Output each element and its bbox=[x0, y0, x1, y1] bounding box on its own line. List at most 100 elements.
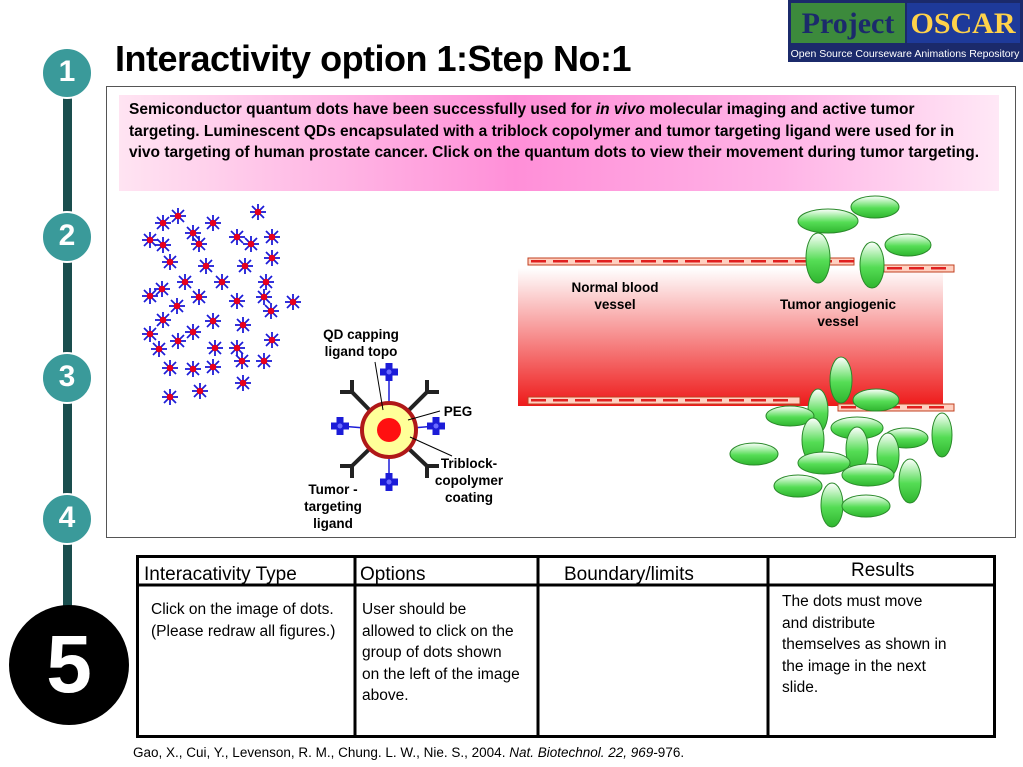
quantum-dot-icon[interactable] bbox=[228, 292, 246, 310]
peg-label: PEG bbox=[443, 404, 473, 419]
page-title: Interactivity option 1:Step No:1 bbox=[115, 38, 632, 79]
tumor-cell-shape bbox=[765, 405, 815, 427]
quantum-dot-icon[interactable] bbox=[169, 207, 187, 225]
quantum-dot-icon[interactable] bbox=[191, 382, 209, 400]
tumor-cell-shape bbox=[729, 442, 779, 466]
step-5-circle[interactable] bbox=[9, 605, 129, 725]
quantum-dot-icon[interactable] bbox=[154, 214, 172, 232]
quantum-dot-icon[interactable] bbox=[236, 257, 254, 275]
quantum-dot-icon[interactable] bbox=[213, 273, 231, 291]
tumor-cell-shape bbox=[841, 463, 895, 487]
quantum-dot-icon[interactable] bbox=[206, 339, 224, 357]
step-3-label: 3 bbox=[58, 360, 76, 393]
header-results: Results bbox=[851, 560, 915, 581]
logo-oscar-text: OSCAR bbox=[910, 7, 1015, 40]
ligand-top-icon bbox=[380, 363, 398, 381]
description-box: Semiconductor quantum dots have been suc… bbox=[119, 95, 999, 191]
ligand-bottom-icon bbox=[380, 473, 398, 491]
tumor-cell-shape bbox=[884, 233, 932, 257]
step-1-circle[interactable] bbox=[41, 47, 93, 99]
tumor-cell-shape bbox=[829, 356, 853, 404]
quantum-dot-icon[interactable] bbox=[263, 228, 281, 246]
quantum-dot-icon[interactable] bbox=[255, 352, 273, 370]
quantum-dot-icon[interactable] bbox=[184, 323, 202, 341]
description-italic: in vivo bbox=[595, 101, 645, 118]
quantum-dot-icon[interactable] bbox=[141, 325, 159, 343]
quantum-dot-icon[interactable] bbox=[204, 312, 222, 330]
step-rail-line bbox=[63, 70, 72, 630]
ligand-left-icon bbox=[331, 417, 349, 435]
vessel-lumen bbox=[518, 268, 943, 406]
step-5-label: 5 bbox=[46, 619, 92, 710]
cell-results: The dots must move and distribute themse… bbox=[782, 593, 947, 696]
quantum-dot-icon[interactable] bbox=[234, 316, 252, 334]
tumor-cell-shape bbox=[820, 482, 844, 528]
quantum-dot-icon[interactable] bbox=[161, 253, 179, 271]
step-4-circle[interactable] bbox=[41, 493, 93, 545]
quantum-dot-icon[interactable] bbox=[263, 331, 281, 349]
interactivity-table bbox=[136, 555, 996, 738]
quantum-dot-icon[interactable] bbox=[153, 280, 171, 298]
quantum-dot-icon[interactable] bbox=[228, 228, 246, 246]
step-4-label: 4 bbox=[58, 501, 76, 534]
quantum-dot-structure bbox=[331, 361, 453, 491]
quantum-dot-icon[interactable] bbox=[190, 288, 208, 306]
project-oscar-logo: Project OSCAR Open Source Courseware Ani… bbox=[788, 0, 1023, 62]
header-interactivity-type: Interacativity Type bbox=[144, 564, 297, 585]
tumor-cell-shape bbox=[931, 412, 953, 458]
tumor-cell-shape bbox=[797, 451, 851, 475]
quantum-dot-icon[interactable] bbox=[197, 257, 215, 275]
quantum-dot-icon[interactable] bbox=[168, 297, 186, 315]
quantum-dot-icon[interactable] bbox=[262, 302, 280, 320]
quantum-dot-icon[interactable] bbox=[169, 332, 187, 350]
quantum-dot-icon[interactable] bbox=[234, 374, 252, 392]
quantum-dot-icon[interactable] bbox=[284, 293, 302, 311]
step-2-label: 2 bbox=[58, 219, 76, 252]
step-2-circle[interactable] bbox=[41, 211, 93, 263]
step-1-label: 1 bbox=[58, 55, 76, 88]
quantum-dot-icon[interactable] bbox=[204, 214, 222, 232]
logo-tagline: Open Source Courseware Animations Reposi… bbox=[791, 48, 1021, 60]
quantum-dot-icon[interactable] bbox=[154, 311, 172, 329]
quantum-dot-icon[interactable] bbox=[161, 388, 179, 406]
cell-interactivity-type: Click on the image of dots. (Please redr… bbox=[151, 601, 336, 640]
quantum-dot-icon[interactable] bbox=[257, 273, 275, 291]
quantum-dot-icon[interactable] bbox=[204, 358, 222, 376]
step-rail bbox=[9, 47, 129, 725]
quantum-dot-icon[interactable] bbox=[233, 352, 251, 370]
quantum-dot-icon[interactable] bbox=[161, 359, 179, 377]
tumor-cell-shape bbox=[852, 388, 900, 412]
tumor-cell-shape bbox=[805, 232, 831, 284]
step-3-circle[interactable] bbox=[41, 352, 93, 404]
quantum-dot-icon[interactable] bbox=[263, 249, 281, 267]
quantum-dot-icon[interactable] bbox=[150, 340, 168, 358]
quantum-dot-icon[interactable] bbox=[255, 288, 273, 306]
qd-core bbox=[377, 418, 401, 442]
tumor-cells bbox=[729, 195, 953, 528]
quantum-dot-icon[interactable] bbox=[242, 235, 260, 253]
quantum-dot-icon[interactable] bbox=[249, 203, 267, 221]
tumor-cell-shape bbox=[898, 458, 922, 504]
quantum-dot-icon[interactable] bbox=[154, 236, 172, 254]
tumor-cell-shape bbox=[797, 208, 859, 234]
quantum-dot-icon[interactable] bbox=[184, 360, 202, 378]
description-text-1: Semiconductor quantum dots have been suc… bbox=[129, 101, 596, 118]
header-options: Options bbox=[360, 564, 426, 585]
header-boundary-limits: Boundary/limits bbox=[564, 564, 694, 585]
description-text-2: molecular imaging and active tumor targe… bbox=[129, 101, 980, 161]
blood-vessel[interactable] bbox=[518, 257, 955, 412]
quantum-dot-icon[interactable] bbox=[176, 273, 194, 291]
quantum-dots-cluster[interactable] bbox=[141, 203, 302, 406]
quantum-dot-icon[interactable] bbox=[190, 235, 208, 253]
quantum-dot-icon[interactable] bbox=[141, 287, 159, 305]
citation: Gao, X., Cui, Y., Levenson, R. M., Chung… bbox=[133, 745, 685, 760]
logo-project-text: Project bbox=[802, 7, 895, 40]
tumor-cell-shape bbox=[841, 494, 891, 518]
tumor-cell-shape bbox=[859, 241, 885, 289]
